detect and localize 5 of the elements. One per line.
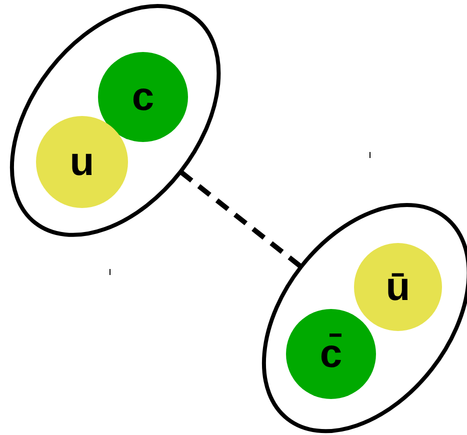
quark-label: u [70, 142, 94, 182]
quark-label: c̄ [320, 334, 342, 374]
quark-label: ū [386, 266, 410, 307]
quark-label: c [132, 76, 154, 117]
dashed-connector [179, 170, 302, 268]
